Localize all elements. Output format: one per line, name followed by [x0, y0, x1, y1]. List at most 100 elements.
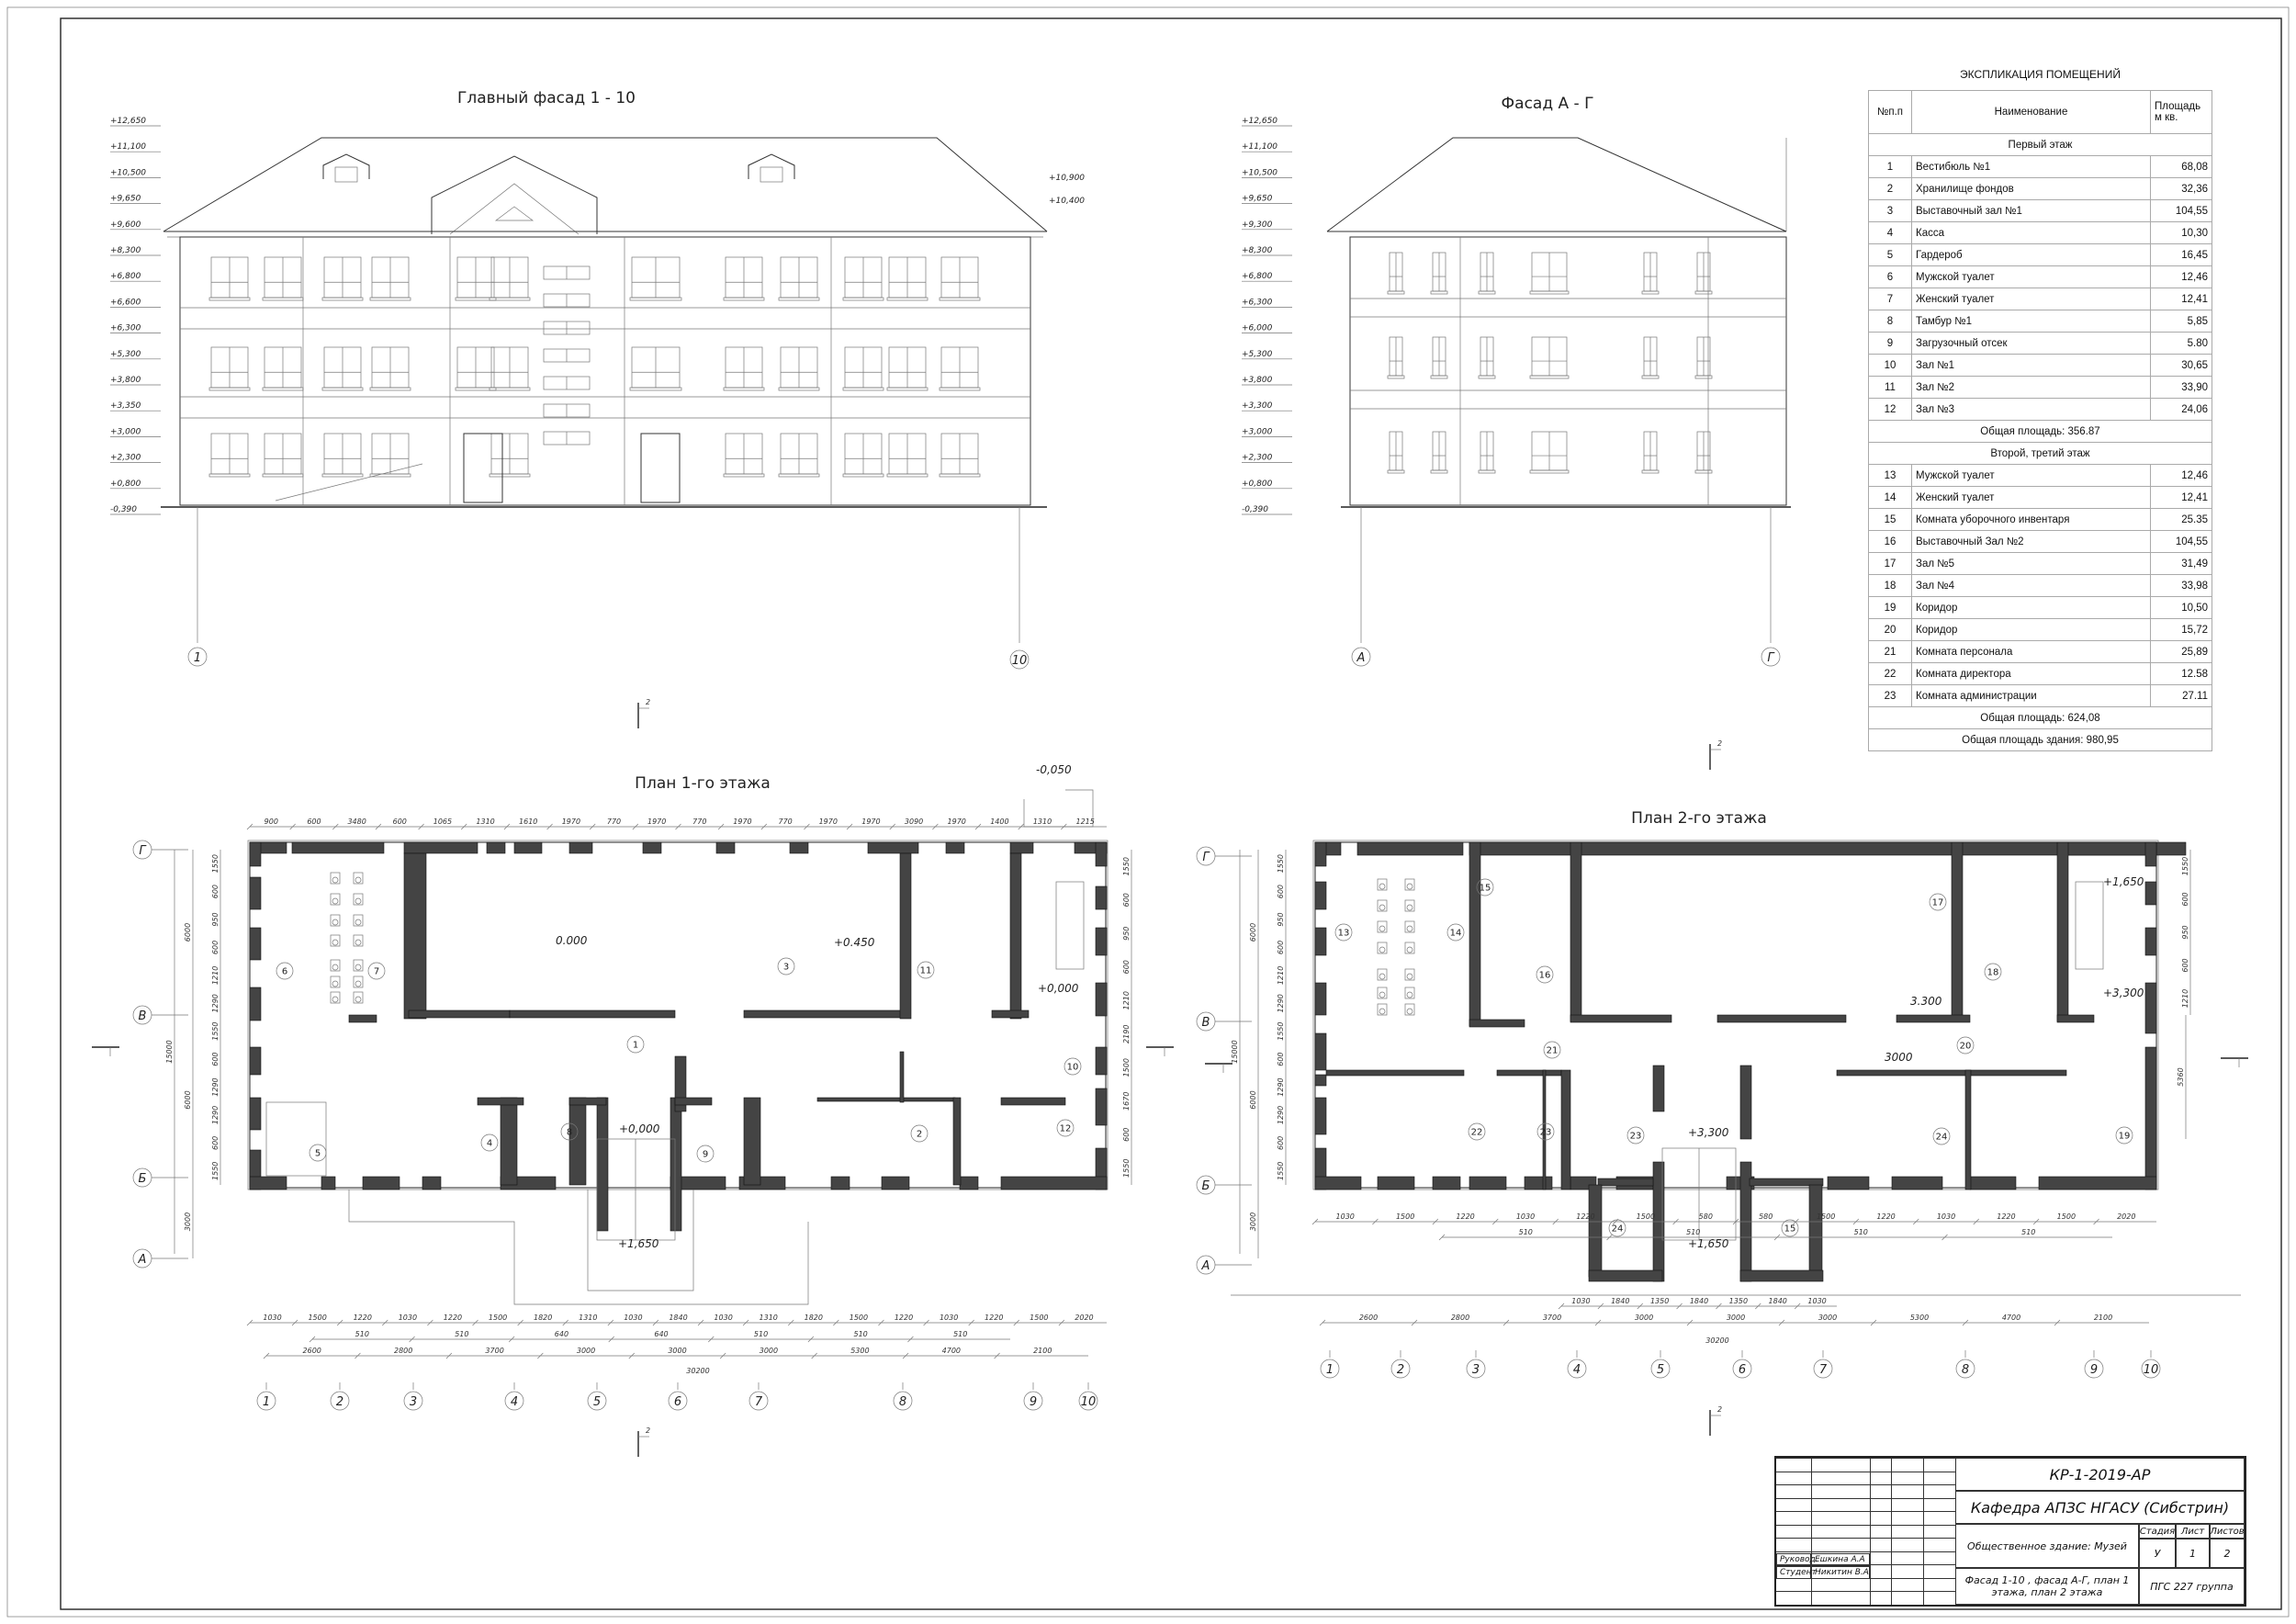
svg-text:5: 5: [1657, 1363, 1664, 1377]
room-tag: 22: [1468, 1122, 1486, 1141]
facade-main-body: [179, 236, 1031, 506]
window: [369, 256, 411, 301]
svg-text:10: 10: [1012, 654, 1028, 668]
axis-marker-А: А: [132, 1248, 152, 1269]
level-mark: +6,300: [1242, 298, 1273, 307]
window: [1529, 431, 1570, 474]
plan2-stair-right: [2075, 881, 2104, 970]
svg-text:3: 3: [783, 963, 789, 973]
dimension-label: 770: [692, 818, 706, 826]
sheets-value: 2: [2210, 1539, 2245, 1568]
dimension-label: 1550: [211, 1162, 219, 1180]
window: [321, 256, 364, 301]
dimension-label: 1030: [1571, 1297, 1590, 1305]
ramp: [275, 463, 423, 502]
axis-marker-2: 2: [1390, 1359, 1411, 1379]
dimension-label: 1840: [1769, 1297, 1787, 1305]
svg-text:8: 8: [567, 1128, 572, 1138]
toilet-icon: [353, 934, 364, 947]
window: [842, 346, 884, 391]
toilet-icon: [330, 872, 341, 885]
explication-total-row: Общая площадь: 624,08: [1868, 706, 2212, 729]
dimension-label: 2020: [2117, 1212, 2135, 1221]
level-mark: +9,600: [110, 220, 141, 230]
axis-marker-10: 10: [1078, 1391, 1098, 1411]
toilet-icon: [1377, 878, 1388, 891]
room-tag: 21: [1543, 1041, 1561, 1059]
svg-text:6: 6: [1739, 1363, 1746, 1377]
stair-window: [543, 348, 591, 363]
dimension-label: 1970: [948, 818, 966, 826]
svg-text:1: 1: [633, 1041, 638, 1051]
room-tag: 19: [2115, 1126, 2133, 1145]
svg-text:2: 2: [336, 1395, 343, 1409]
svg-text:24: 24: [1612, 1224, 1624, 1235]
level-mark: +8,300: [110, 246, 141, 255]
svg-text:В: В: [139, 1009, 147, 1023]
svg-text:6: 6: [282, 967, 287, 977]
window: [1478, 252, 1496, 295]
dimension-label: 600: [1122, 893, 1131, 907]
axis-marker-В: В: [1196, 1011, 1216, 1032]
plan1-wc-fixtures: [330, 872, 364, 1004]
dimension-label: 1550: [1122, 1159, 1131, 1178]
dimension-label: 600: [1277, 1136, 1285, 1150]
svg-text:7: 7: [1819, 1363, 1828, 1377]
svg-text:21: 21: [1547, 1046, 1559, 1056]
svg-text:16: 16: [1539, 971, 1551, 981]
room-tag: 17: [1929, 893, 1947, 911]
toilet-icon: [330, 914, 341, 927]
header-name: Наименование: [1911, 90, 2151, 134]
level-mark: +5,300: [110, 350, 141, 359]
svg-text:Г: Г: [139, 844, 147, 858]
room-tag: 12: [1056, 1119, 1075, 1137]
room-tag: 11: [917, 961, 935, 979]
facade-main: Главный фасад 1 - 10: [110, 89, 1085, 670]
dimension-label: 5300: [850, 1347, 869, 1355]
svg-text:12: 12: [1060, 1124, 1072, 1134]
title-block: КР-1-2019-АР Кафедра АПЗС НГАСУ (Сибстри…: [1774, 1456, 2246, 1607]
axis-marker-Б: Б: [1196, 1175, 1216, 1195]
side-entrance-door: [640, 433, 681, 503]
facade-ag-windows: [1387, 252, 1713, 474]
axis-marker-6: 6: [1732, 1359, 1752, 1379]
dimension-label: 1500: [2057, 1212, 2076, 1221]
dimension-label: 1500: [308, 1314, 326, 1322]
plan1-stair-right: [1055, 881, 1085, 970]
level-mark: +9,650: [1242, 195, 1273, 204]
plan1-stair-main: [596, 1138, 676, 1241]
dimension-label: 510: [1854, 1228, 1868, 1236]
window: [1694, 431, 1713, 474]
gable-window: [494, 206, 535, 221]
toilet-icon: [1377, 987, 1388, 999]
organization: Кафедра АПЗС НГАСУ (Сибстрин): [1955, 1491, 2245, 1524]
dimension-label: 1220: [354, 1314, 372, 1322]
window: [369, 433, 411, 478]
roof-outline: [163, 137, 1048, 232]
section-mark: 2: [1709, 1405, 1722, 1436]
window: [369, 346, 411, 391]
plan2-title: План 2-го этажа: [1631, 809, 1767, 828]
level-mark: +0,800: [110, 479, 141, 489]
drawing-code: КР-1-2019-АР: [1955, 1458, 2245, 1491]
dimension-label: 1550: [2181, 857, 2189, 875]
dimension-label: 6000: [1249, 1090, 1257, 1109]
header-area: Площадь м кв.: [2150, 90, 2212, 134]
room-tag: 4: [480, 1133, 499, 1152]
window: [321, 346, 364, 391]
dimension-label: 770: [607, 818, 621, 826]
plan-level-mark: +0,000: [619, 1122, 660, 1135]
axis-marker-3: 3: [1466, 1359, 1486, 1379]
svg-text:23: 23: [1540, 1128, 1552, 1138]
section-mark: 2: [637, 698, 650, 728]
window: [1387, 336, 1405, 379]
room-tag: 24: [1608, 1219, 1626, 1237]
window: [208, 433, 251, 478]
